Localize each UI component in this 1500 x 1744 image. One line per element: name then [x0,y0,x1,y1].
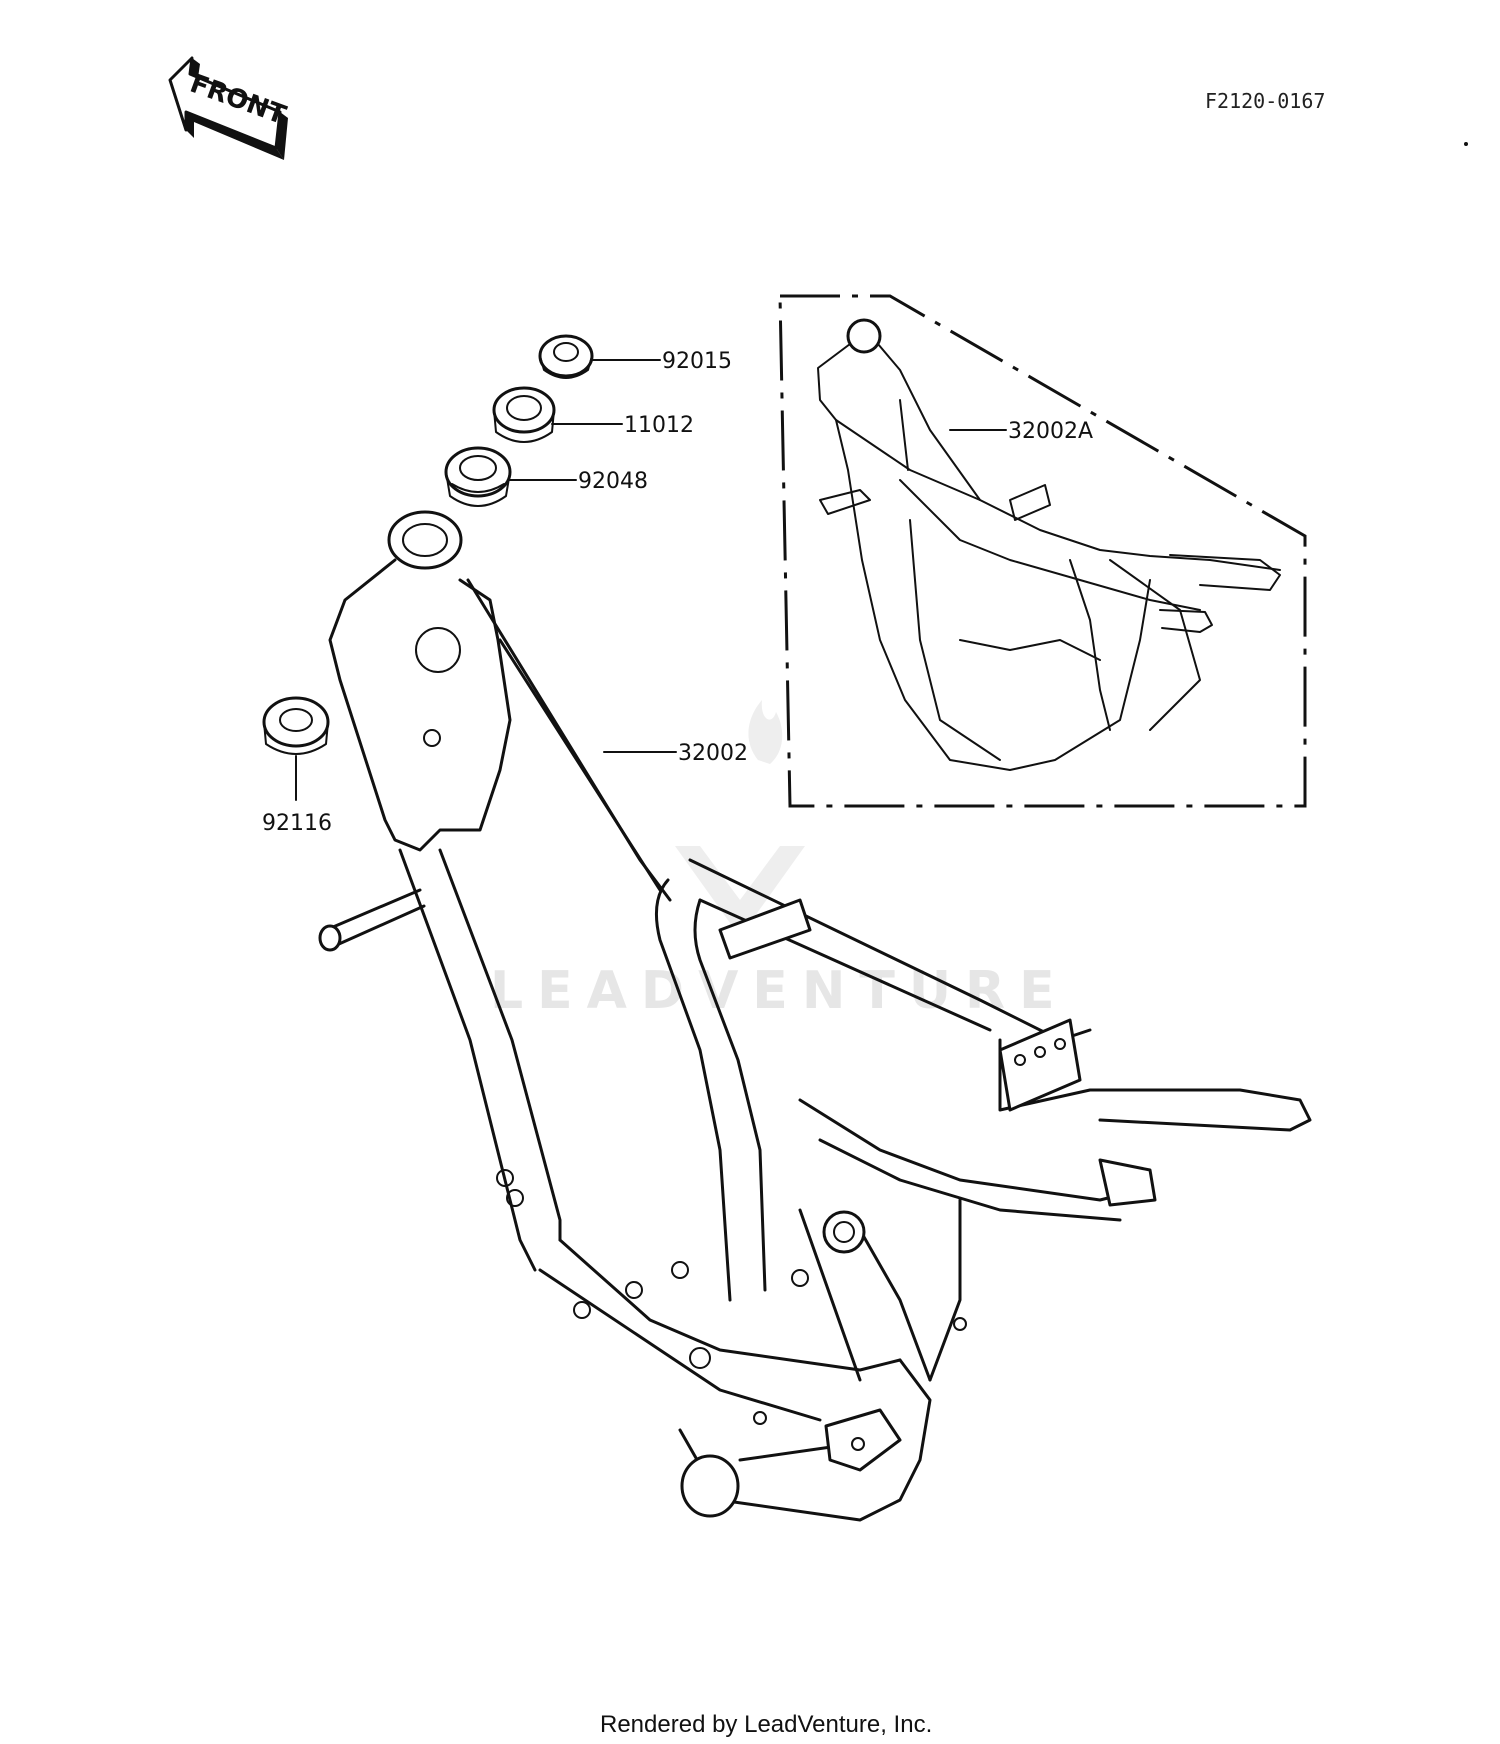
front-arrow-icon: FRONT [168,56,290,160]
part-92116: 92116 [262,696,332,836]
part-label-92015: 92015 [662,349,732,374]
main-frame-32002: 32002 [318,510,1312,1522]
flame-v-logo [748,700,783,764]
rendered-by-footer: Rendered by LeadVenture, Inc. [600,1711,932,1738]
part-label-32002a: 32002A [1008,419,1093,444]
part-label-11012: 11012 [624,413,694,438]
inset-frame-32002a: 32002A [778,294,1307,808]
part-label-92048: 92048 [578,469,648,494]
part-11012: 11012 [492,386,694,443]
stray-dot [1464,142,1468,146]
part-label-92116: 92116 [262,811,332,836]
watermark-text: LEADVENTURE [490,961,1069,1021]
diagram-code: F2120-0167 [1205,89,1325,113]
part-92048: 92048 [444,446,648,507]
part-92015: 92015 [538,334,732,379]
part-label-32002: 32002 [678,741,748,766]
